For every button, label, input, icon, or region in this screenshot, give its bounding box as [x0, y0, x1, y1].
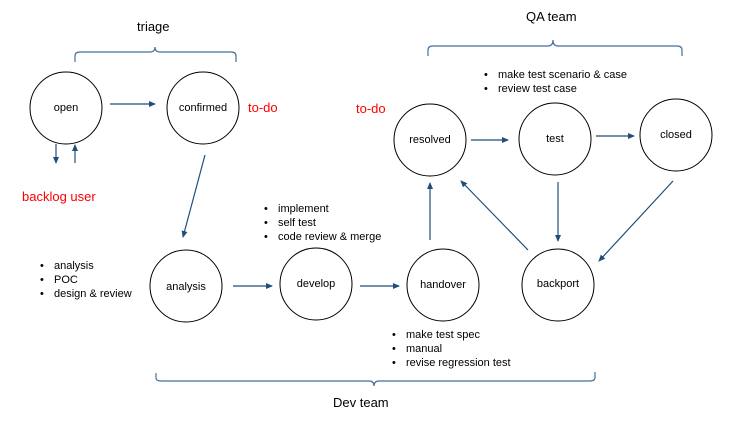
note-item: review test case: [484, 82, 627, 96]
dev-team-group-label: Dev team: [333, 395, 389, 410]
note-item: design & review: [40, 287, 132, 301]
note-item: self test: [264, 216, 381, 230]
qa-team-group-label: QA team: [526, 9, 577, 24]
arrow-backport-to-resolved: [460, 180, 529, 251]
state-open-label: open: [53, 102, 79, 114]
state-analysis-circle[interactable]: [149, 249, 223, 323]
state-handover-circle[interactable]: [406, 248, 480, 322]
state-handover-label: handover: [420, 279, 466, 291]
state-resolved-label: resolved: [409, 134, 451, 146]
state-test-circle[interactable]: [518, 102, 592, 176]
develop-notes: implement self test code review & merge: [256, 202, 381, 244]
state-backport-label: backport: [536, 278, 580, 290]
note-item: revise regression test: [392, 356, 510, 370]
note-item: make test scenario & case: [484, 68, 627, 82]
state-confirmed-label: confirmed: [178, 102, 228, 114]
state-confirmed-circle[interactable]: [166, 71, 240, 145]
state-develop-label: develop: [296, 278, 336, 290]
state-closed-label: closed: [660, 129, 692, 141]
note-item: POC: [40, 273, 132, 287]
state-closed-circle[interactable]: [639, 98, 713, 172]
state-resolved-circle[interactable]: [393, 103, 467, 177]
triage-group-label: triage: [137, 19, 170, 34]
note-item: make test spec: [392, 328, 511, 342]
note-item: manual: [392, 342, 511, 356]
state-develop-circle[interactable]: [279, 247, 353, 321]
handover-notes: make test spec manual revise regression …: [384, 328, 511, 370]
backlog-user-annotation: backlog user: [22, 189, 96, 204]
triage-bracket: [74, 46, 237, 62]
state-backport-circle[interactable]: [521, 248, 595, 322]
state-open-circle[interactable]: [29, 71, 103, 145]
note-item: analysis: [40, 259, 132, 273]
confirmed-todo-annotation: to-do: [248, 100, 278, 115]
state-test-label: test: [546, 133, 564, 145]
test-notes: make test scenario & case review test ca…: [476, 68, 627, 96]
note-item: implement: [264, 202, 381, 216]
arrow-closed-to-backport: [598, 180, 674, 262]
note-item: code review & merge: [264, 230, 381, 244]
dev-team-bracket: [155, 372, 596, 387]
arrow-confirmed-to-analysis: [181, 154, 206, 238]
analysis-notes: analysis POC design & review: [32, 259, 132, 301]
qa-team-bracket: [427, 39, 683, 56]
state-analysis-label: analysis: [166, 281, 206, 293]
resolved-todo-annotation: to-do: [356, 101, 386, 116]
